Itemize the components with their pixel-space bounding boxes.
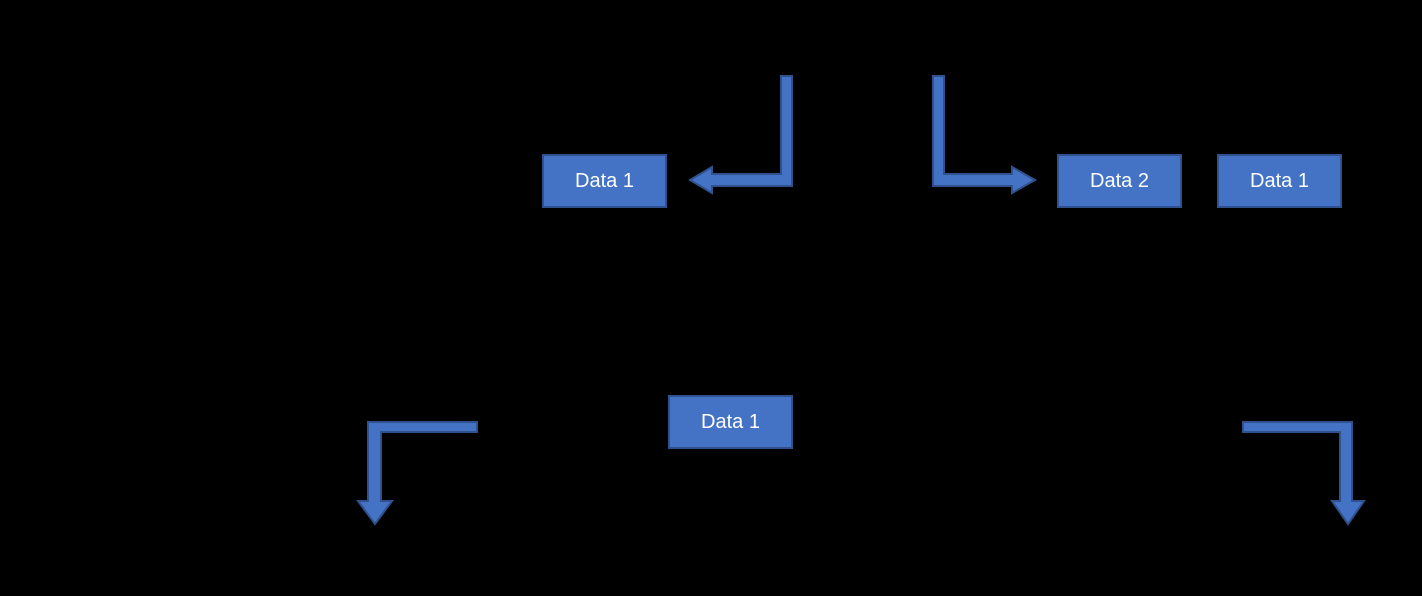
arrow-down-then-left-icon	[688, 75, 793, 195]
node-label: Data 2	[1090, 170, 1149, 192]
arrow-down-then-right-icon	[932, 75, 1038, 195]
arrow-left-then-down-icon	[356, 421, 478, 526]
node-label: Data 1	[575, 170, 634, 192]
node-label: Data 1	[701, 411, 760, 433]
node-data1-bottom-center: Data 1	[668, 395, 793, 449]
node-data1-top-right: Data 1	[1217, 154, 1342, 208]
arrow-right-then-down-icon	[1242, 421, 1366, 526]
node-label: Data 1	[1250, 170, 1309, 192]
node-data2-top-middle: Data 2	[1057, 154, 1182, 208]
node-data1-top-left: Data 1	[542, 154, 667, 208]
